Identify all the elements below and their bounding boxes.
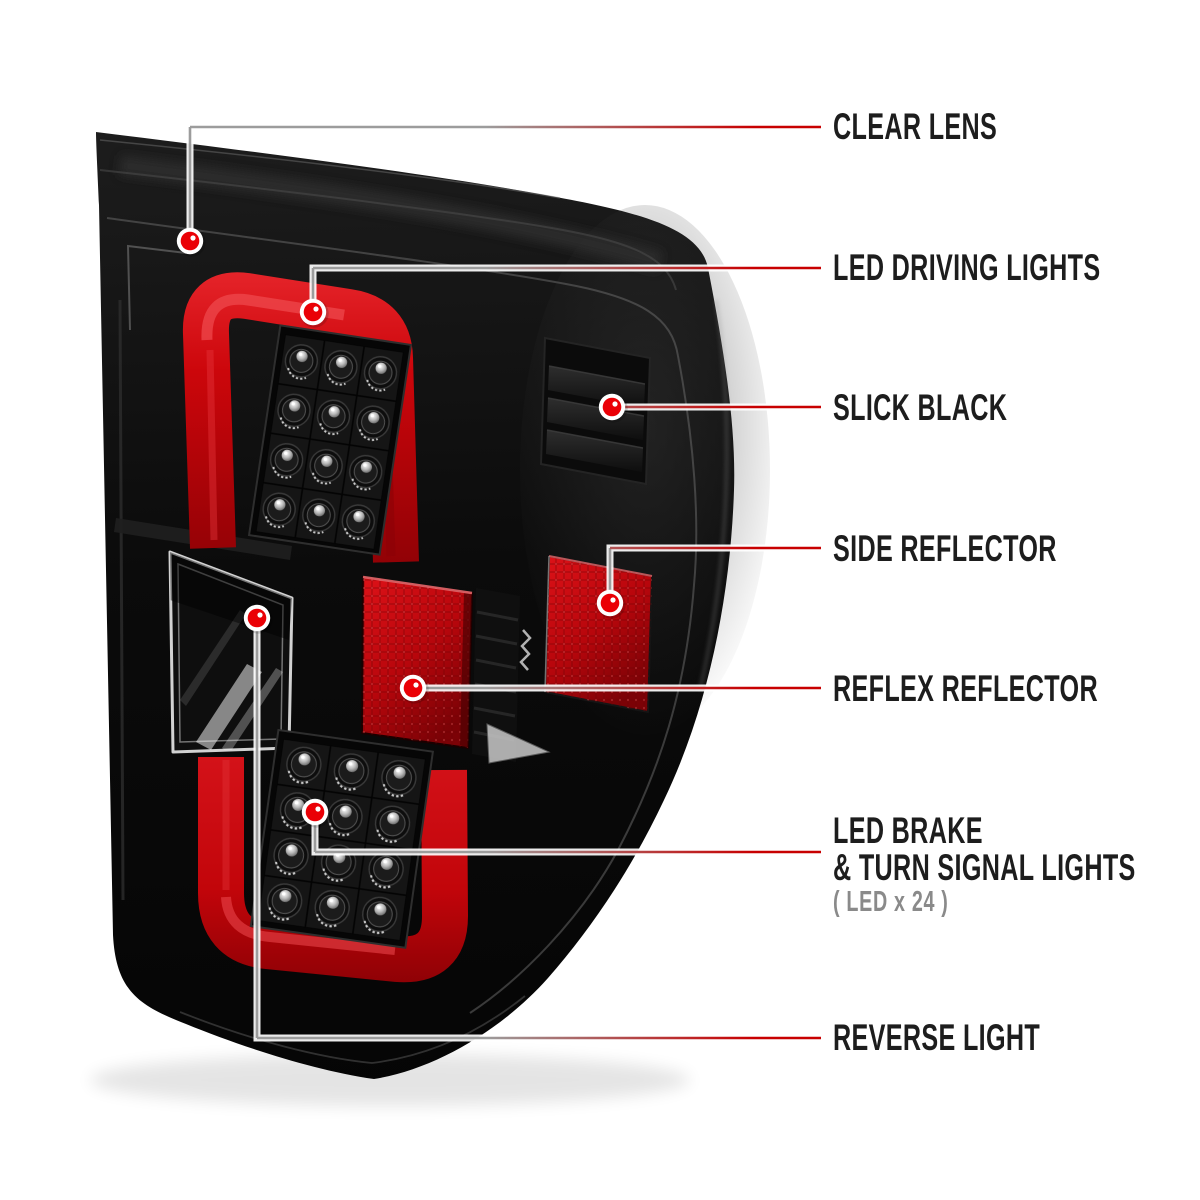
callout-label-reflex-reflector: REFLEX REFLECTOR — [833, 668, 1098, 709]
callout-label-led-count: ( LED x 24 ) — [833, 886, 949, 918]
callout-dot-reverse-light — [243, 604, 273, 634]
lower-led-array — [249, 728, 435, 949]
callout-label-led-brake-line1: LED BRAKE — [833, 810, 983, 851]
leader-line-clear-lens — [186, 123, 821, 241]
louver-vents — [539, 336, 652, 486]
callout-dot-clear-lens — [176, 227, 206, 257]
callout-label-led-driving-lights: LED DRIVING LIGHTS — [833, 247, 1101, 288]
callout-dot-reflex-reflector — [399, 674, 429, 704]
clear-lens-seams — [99, 169, 698, 1064]
reflex-reflector — [361, 575, 473, 749]
callout-label-led-brake-line2: & TURN SIGNAL LIGHTS — [833, 847, 1136, 888]
callout-dot-side-reflector — [596, 589, 626, 619]
callout-dot-led-driving-lights — [299, 298, 329, 328]
callout-dot-led-brake — [301, 798, 331, 828]
upper-led-array — [247, 324, 413, 556]
leader-line-reverse-light — [253, 620, 821, 1042]
callout-label-clear-lens: CLEAR LENS — [833, 106, 998, 147]
callout-dot-slick-black — [598, 393, 628, 423]
ribbed-divider — [472, 588, 551, 764]
callout-dots — [176, 227, 628, 828]
lower-red-light-bar — [198, 757, 468, 983]
side-reflector — [544, 555, 653, 713]
leader-lines — [186, 123, 821, 1042]
drop-shadow — [90, 1054, 690, 1106]
callout-label-side-reflector: SIDE REFLECTOR — [833, 528, 1057, 569]
callout-label-slick-black: SLICK BLACK — [833, 387, 1008, 428]
callout-label-reverse-light: REVERSE LIGHT — [833, 1017, 1041, 1058]
